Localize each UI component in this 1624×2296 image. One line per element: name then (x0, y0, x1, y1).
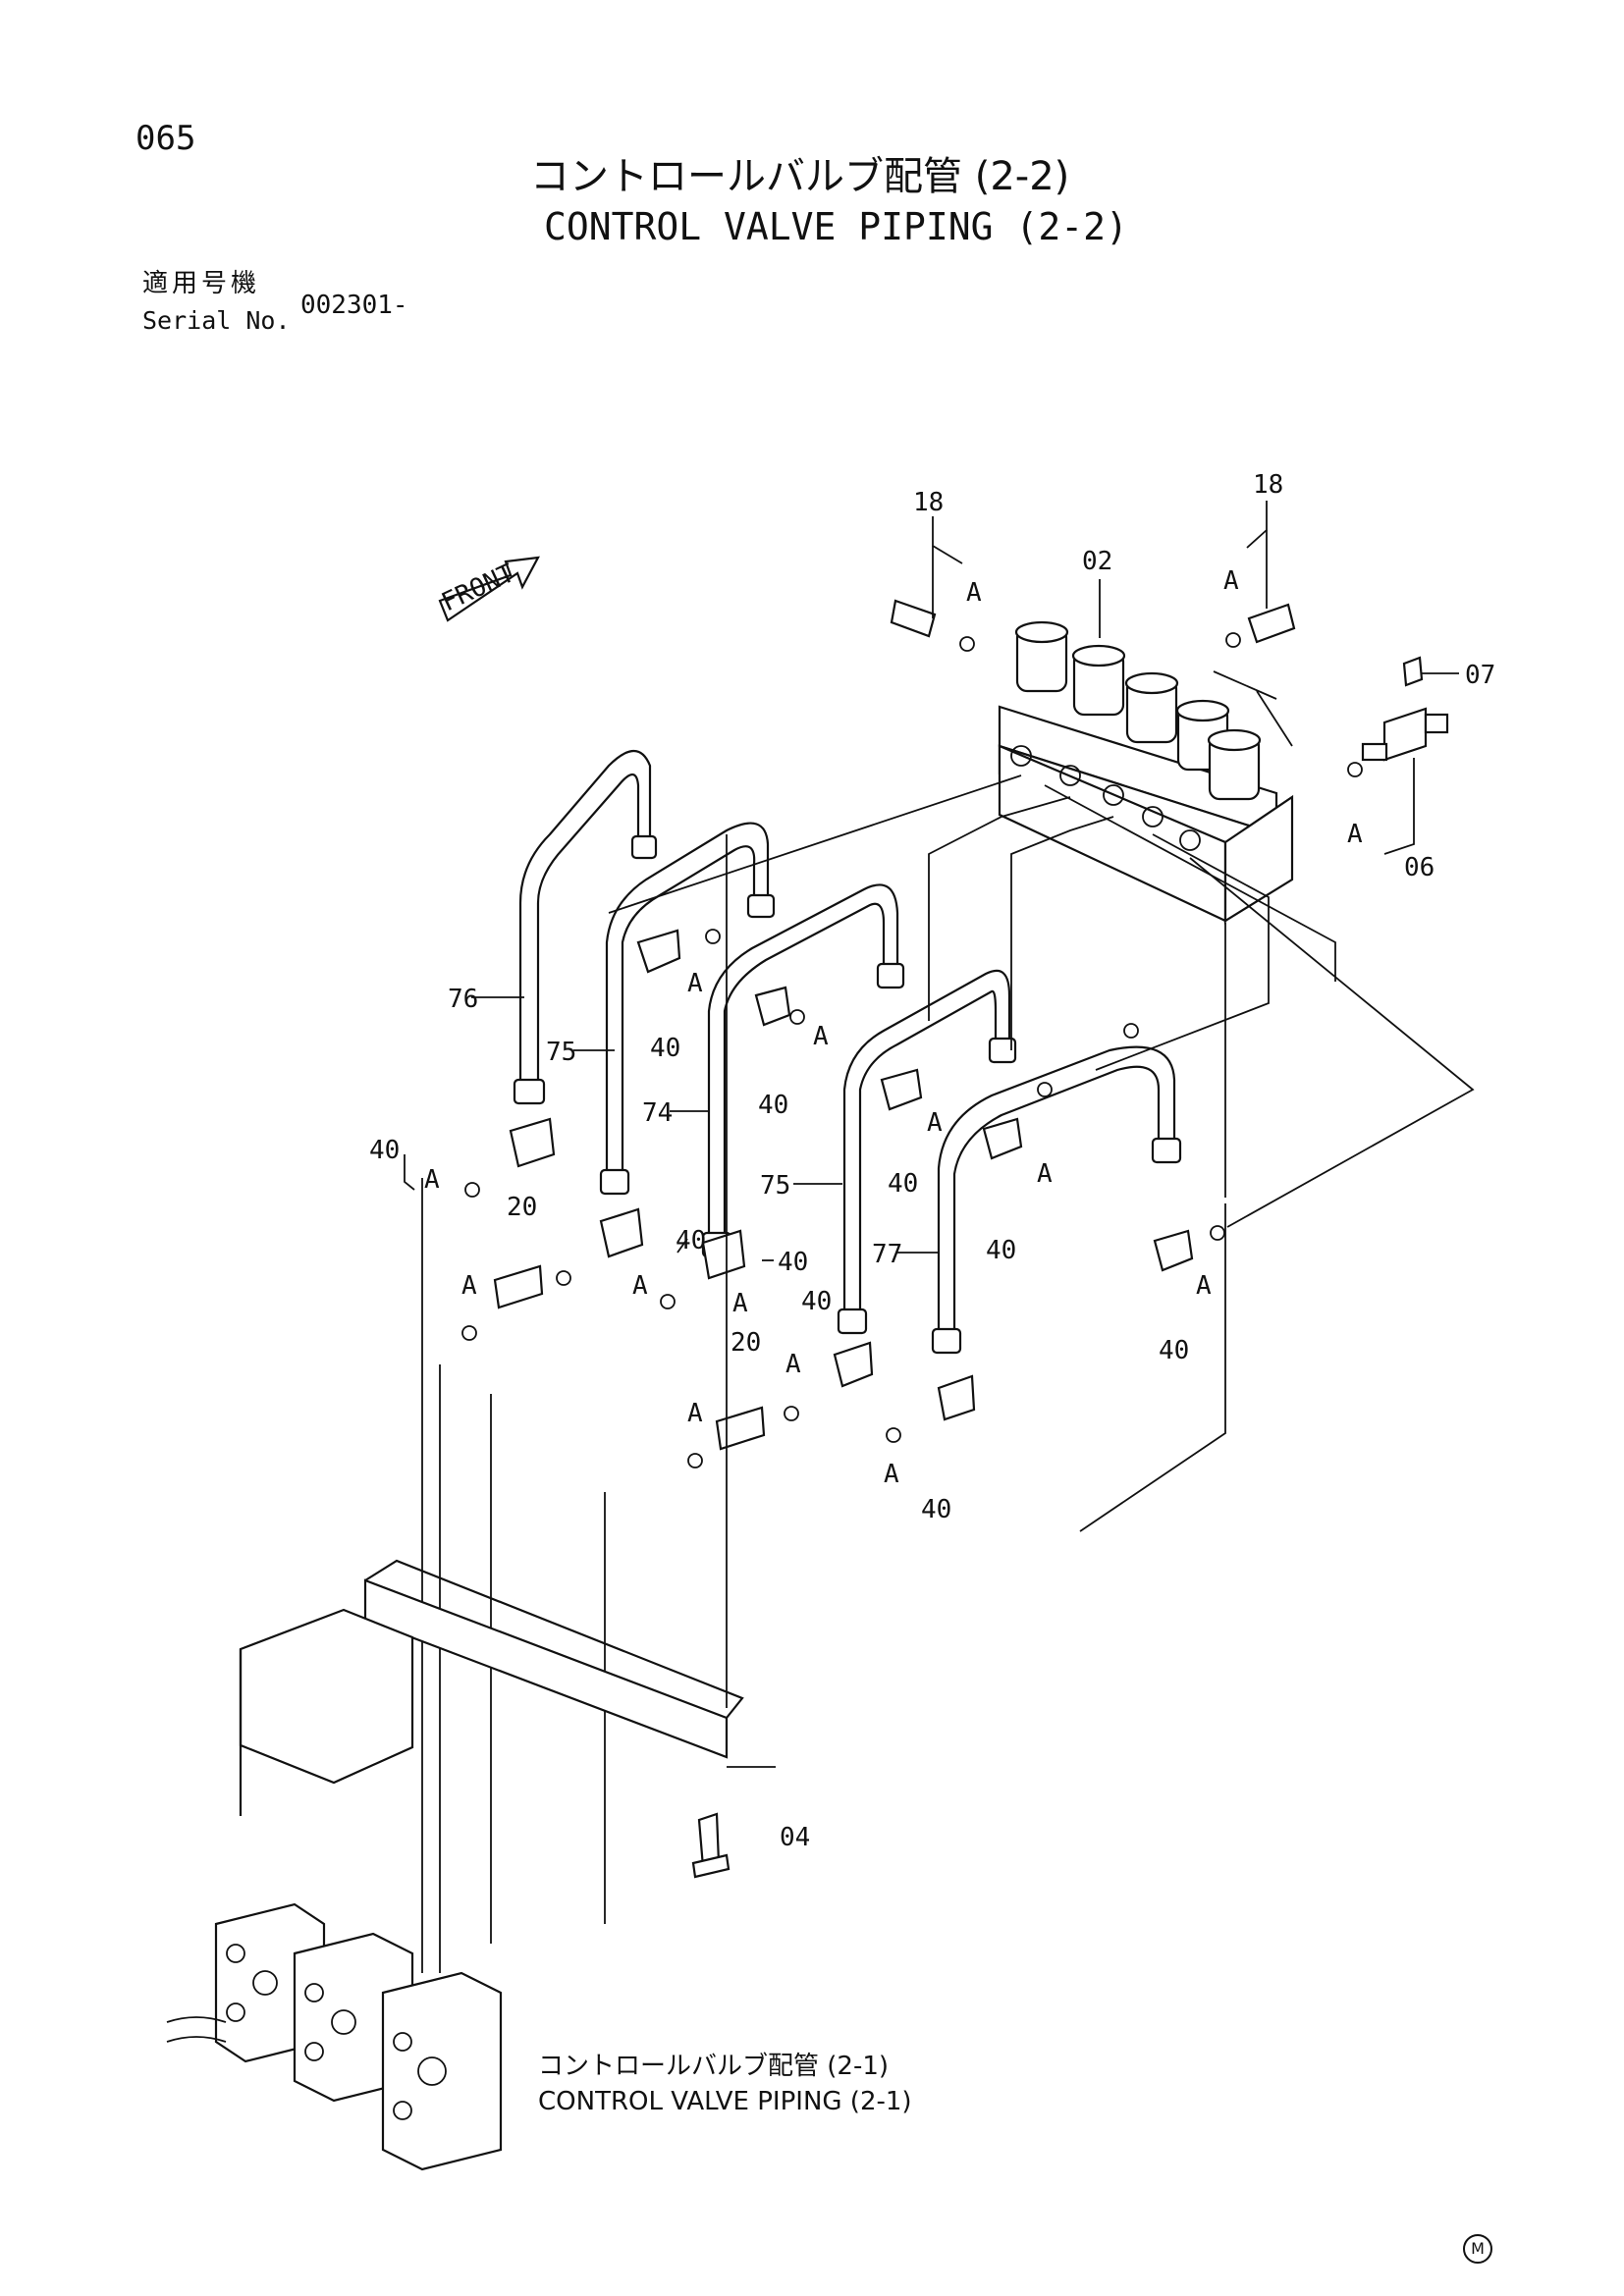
page-title-english: CONTROL VALVE PIPING (2-2) (544, 205, 1128, 248)
top-fittings (890, 599, 1296, 652)
bracket-plate (239, 1559, 744, 1879)
callout-20: 20 (507, 1193, 537, 1222)
page-title-japanese: コントロールバルブ配管 (2-2) (530, 154, 1070, 199)
a-marker: A (1037, 1159, 1053, 1189)
callout-40: 40 (888, 1169, 918, 1199)
tee-fitting (1347, 656, 1449, 777)
callout-18: 18 (1253, 470, 1283, 500)
callout-02: 02 (1082, 547, 1112, 576)
pipes (518, 749, 1176, 1339)
a-marker: A (884, 1460, 899, 1489)
callout-74: 74 (642, 1098, 673, 1128)
control-valve-bank (166, 1902, 503, 2171)
callout-77: 77 (872, 1240, 902, 1269)
callout-06: 06 (1404, 853, 1435, 882)
callout-20: 20 (731, 1328, 761, 1358)
a-marker: A (785, 1350, 801, 1379)
reference-title-english: CONTROL VALVE PIPING (2-1) (538, 2087, 912, 2116)
serial-label-english: Serial No. (142, 306, 291, 335)
callout-75: 75 (546, 1038, 576, 1067)
callout-40: 40 (921, 1495, 951, 1524)
callout-76: 76 (448, 985, 478, 1014)
serial-number-value: 002301- (300, 291, 408, 320)
callout-40: 40 (758, 1091, 788, 1120)
callout-40: 40 (369, 1136, 400, 1165)
front-label: FRONT (437, 559, 519, 617)
callout-labels: 18 18 02 07 06 76 75 74 75 77 40 40 40 4… (369, 470, 1495, 1852)
callout-04: 04 (780, 1823, 810, 1852)
solenoid-valve-block (998, 620, 1294, 926)
a-marker: A (813, 1022, 829, 1051)
leader-lines (404, 501, 1459, 1768)
o-rings (461, 929, 1225, 1468)
callout-75: 75 (760, 1171, 790, 1201)
routing-lines (421, 774, 1475, 1973)
a-markers: A A A A A A A A A A A A A A A (424, 566, 1363, 1489)
callout-40: 40 (801, 1287, 832, 1316)
callout-07: 07 (1465, 661, 1495, 690)
a-marker: A (687, 969, 703, 998)
manufacturer-mark: M (1463, 2234, 1492, 2264)
a-marker: A (424, 1165, 440, 1195)
callout-40: 40 (676, 1226, 706, 1255)
a-marker: A (1223, 566, 1239, 596)
a-marker: A (461, 1271, 477, 1301)
a-marker: A (1196, 1271, 1212, 1301)
a-marker: A (732, 1289, 748, 1318)
a-marker: A (687, 1399, 703, 1428)
a-marker: A (1347, 820, 1363, 849)
a-marker: A (966, 578, 982, 608)
elbow-fittings (493, 929, 1194, 1451)
page-number: 065 (135, 119, 196, 158)
reference-title-japanese: コントロールバルブ配管 (2-1) (538, 2052, 890, 2081)
pipe-nuts (513, 834, 1182, 1355)
a-marker: A (632, 1271, 648, 1301)
callout-40: 40 (1159, 1336, 1189, 1365)
callout-40: 40 (986, 1236, 1016, 1265)
callout-40: 40 (650, 1034, 680, 1063)
callout-40: 40 (778, 1248, 808, 1277)
front-arrow: FRONT (437, 556, 540, 622)
a-marker: A (927, 1108, 943, 1138)
callout-18: 18 (913, 488, 944, 517)
serial-label-japanese: 適用号機 (142, 269, 261, 298)
